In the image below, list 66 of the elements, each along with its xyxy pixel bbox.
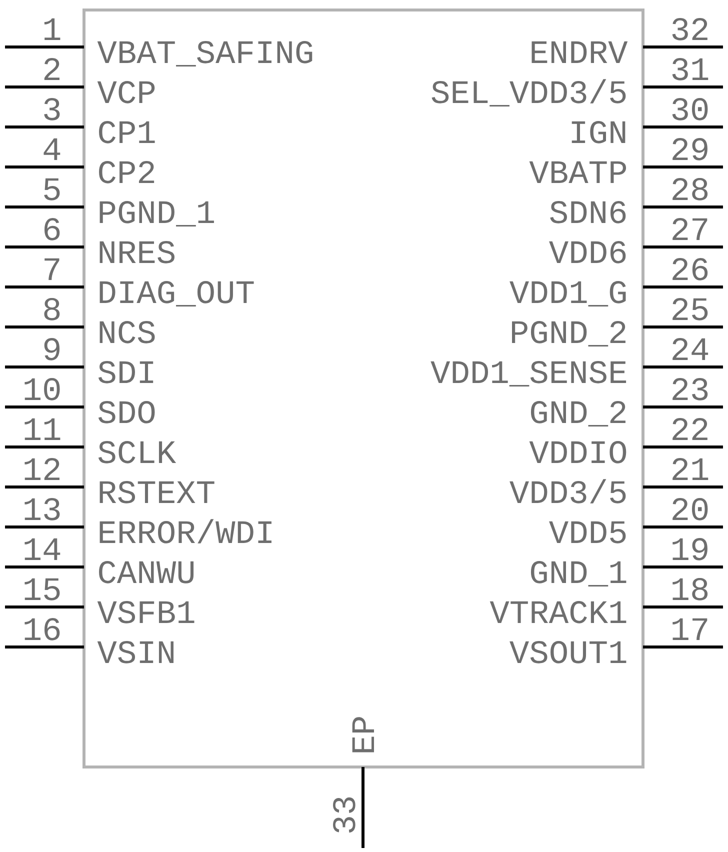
- pin-number: 20: [672, 498, 708, 520]
- pin-number: 28: [672, 178, 708, 200]
- pin-number: 19: [672, 538, 708, 560]
- pin-name: VDD6: [549, 241, 626, 264]
- pin-number: 9: [44, 338, 60, 360]
- pin-number: 23: [672, 378, 708, 400]
- pin-number: 16: [24, 618, 60, 640]
- pin-name: GND_2: [530, 401, 626, 427]
- pin-name: VTRACK1: [490, 601, 626, 624]
- pin-number: 24: [672, 338, 708, 360]
- pin-name: NCS: [100, 321, 155, 344]
- pin-number: 11: [24, 418, 60, 440]
- pin-name: PGND_2: [512, 321, 626, 347]
- pin-name: RSTEXT: [100, 481, 214, 504]
- pin-number: 27: [672, 218, 708, 240]
- pin-number: 4: [44, 138, 60, 160]
- pin-name: VDD1_SENSE: [430, 361, 626, 387]
- pin-number: 8: [44, 298, 60, 320]
- pin-number: 12: [24, 458, 60, 480]
- pin-name: PGND_1: [100, 201, 214, 227]
- pin-number: 21: [672, 458, 708, 480]
- pin-number: 1: [44, 18, 60, 40]
- pin-name: VBAT_SAFING: [97, 41, 312, 67]
- pin-name: DIAG_OUT: [100, 281, 254, 307]
- pin-number: 14: [24, 538, 60, 560]
- pin-name: IGN: [572, 121, 626, 144]
- pin-name: EP: [352, 717, 374, 752]
- pin-name: SEL_VDD3/5: [432, 79, 626, 107]
- pin-name: ENDRV: [532, 41, 628, 63]
- pin-number: 33: [333, 797, 356, 833]
- pin-number: 26: [672, 258, 708, 280]
- pin-name: SDO: [98, 401, 155, 424]
- pin-name: CANWU: [99, 561, 194, 584]
- pin-name: SDN6: [550, 201, 626, 224]
- pin-number: 6: [44, 218, 60, 240]
- pin-name: VDDIO: [529, 441, 626, 464]
- pin-name: VCP: [97, 81, 155, 104]
- pin-name: SCLK: [98, 441, 176, 464]
- pin-number: 3: [44, 98, 60, 120]
- pin-number: 29: [672, 138, 708, 160]
- pin-number: 17: [672, 618, 708, 640]
- pin-name: CP1: [99, 121, 155, 144]
- pin-name: VDD3/5: [510, 479, 626, 504]
- pin-name: SDI: [98, 361, 154, 384]
- pin-number: 2: [44, 58, 60, 80]
- pin-name: CP2: [99, 161, 154, 184]
- pin-number: 5: [44, 178, 60, 200]
- pin-name: NRES: [100, 241, 174, 264]
- pin-number: 30: [672, 98, 708, 120]
- pin-name: VBATP: [529, 161, 626, 183]
- pin-name: VDD1_G: [510, 281, 626, 307]
- pin-number: 22: [672, 418, 708, 440]
- pin-number: 18: [672, 578, 708, 600]
- pin-number: 32: [672, 18, 708, 40]
- pin-number: 7: [44, 258, 60, 280]
- pin-name: ERROR/WDI: [100, 519, 272, 544]
- pin-number: 25: [672, 298, 708, 320]
- pin-name: VSIN: [97, 641, 174, 664]
- pin-number: 15: [24, 578, 60, 600]
- pin-name: GND_1: [530, 561, 626, 587]
- pin-name: VDD5: [549, 521, 626, 544]
- pin-name: VSOUT1: [510, 641, 626, 664]
- pin-name: VSFB1: [97, 601, 194, 624]
- pin-number: 10: [24, 378, 60, 400]
- pin-number: 31: [672, 58, 708, 80]
- pin-number: 13: [24, 498, 60, 520]
